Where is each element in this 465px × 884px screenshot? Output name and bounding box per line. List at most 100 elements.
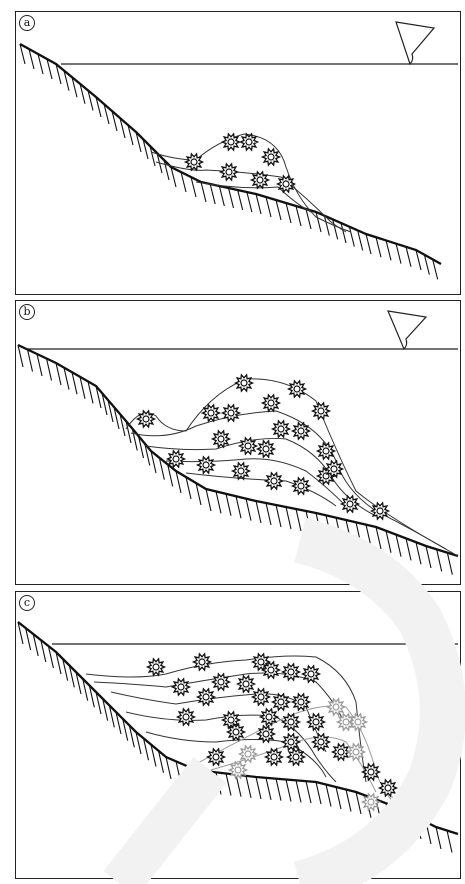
hatch-tick xyxy=(196,770,201,792)
coral-icon xyxy=(178,709,195,725)
coral-icon xyxy=(391,794,408,810)
hatch-tick xyxy=(216,491,221,513)
hatch-tick xyxy=(356,522,361,544)
hatch-tick xyxy=(276,779,281,801)
coral-icon xyxy=(380,780,397,796)
coral-icon xyxy=(313,403,330,419)
diagram-c xyxy=(16,592,462,880)
coral-icon xyxy=(173,679,190,695)
sea-level-marker-icon xyxy=(388,311,426,349)
hatch-tick xyxy=(437,549,442,571)
hatch-tick xyxy=(406,538,411,560)
hatch-tick xyxy=(47,359,52,381)
hatch-tick xyxy=(247,192,252,212)
coral-icon xyxy=(266,473,283,489)
coral-icon xyxy=(313,734,330,750)
coral-icon xyxy=(293,423,310,439)
coral-icon xyxy=(293,694,310,710)
coral-icon xyxy=(208,749,225,765)
hatch-tick xyxy=(316,782,321,804)
coral-icon xyxy=(283,664,300,680)
hatch-tick xyxy=(246,499,251,521)
hatch-tick xyxy=(266,197,271,217)
hatch-tick xyxy=(256,501,261,523)
hatch-tick xyxy=(346,790,351,812)
coral-icon xyxy=(342,496,359,512)
coral-icon xyxy=(278,176,295,192)
hatch-tick xyxy=(447,831,452,853)
hatch-tick xyxy=(176,761,181,783)
coral-icon xyxy=(240,746,257,762)
hatch-tick xyxy=(206,771,211,793)
hatch-tick xyxy=(326,785,331,807)
hatch-tick xyxy=(346,520,351,542)
hatch-tick xyxy=(226,774,231,796)
hatch-tick xyxy=(276,200,281,220)
hatch-tick xyxy=(18,345,23,367)
diagram-b xyxy=(16,301,462,586)
hatch-tick xyxy=(306,781,311,803)
coral-icon xyxy=(283,714,300,730)
hatch-tick xyxy=(246,776,251,798)
hatch-tick xyxy=(186,766,191,788)
hatch-tick xyxy=(356,792,361,814)
hatch-tick xyxy=(216,772,221,794)
coral-icon xyxy=(223,405,240,421)
coral-icon xyxy=(198,457,215,473)
hatch-tick xyxy=(436,827,441,849)
hatch-tick xyxy=(416,542,421,564)
coral-icon xyxy=(148,659,165,675)
hatch-tick xyxy=(386,803,391,825)
substrate-line xyxy=(18,345,458,556)
hatch-tick xyxy=(316,513,321,535)
coral-icon xyxy=(213,674,230,690)
panel-label: c xyxy=(19,595,35,611)
hatch-tick xyxy=(366,525,371,547)
hatch-tick xyxy=(396,535,401,557)
substrate-hatching xyxy=(20,44,438,279)
hatch-tick xyxy=(276,505,281,527)
hatch-tick xyxy=(296,206,301,226)
diagram-a xyxy=(16,12,462,296)
coral-icon xyxy=(194,654,211,670)
hatch-tick xyxy=(296,509,301,531)
substrate-line xyxy=(20,44,441,264)
hatch-tick xyxy=(28,350,33,372)
coral-icon xyxy=(198,689,215,705)
hatch-tick xyxy=(286,507,291,529)
coral-icon xyxy=(328,699,345,715)
hatch-tick xyxy=(326,515,331,537)
hatch-tick xyxy=(256,777,261,799)
hatch-tick xyxy=(238,190,243,210)
hatch-tick xyxy=(296,780,301,802)
hatch-tick xyxy=(206,489,211,511)
hatch-tick xyxy=(406,247,411,267)
hatch-tick xyxy=(201,182,206,202)
hatch-tick xyxy=(366,234,371,254)
hatch-tick xyxy=(266,778,271,800)
coral-icon xyxy=(138,411,155,427)
hatch-tick xyxy=(210,184,215,204)
coral-icon xyxy=(350,714,367,730)
hatch-tick xyxy=(386,240,391,260)
hatch-tick xyxy=(306,511,311,533)
coral-icon xyxy=(258,441,275,457)
coral-icon xyxy=(233,463,250,479)
coral-icon xyxy=(289,381,306,397)
coral-icon xyxy=(263,149,280,165)
hatch-tick xyxy=(376,237,381,257)
panel-b: b xyxy=(15,300,461,585)
coral-icon xyxy=(252,172,269,188)
hatch-tick xyxy=(286,780,291,802)
coral-icon xyxy=(168,451,185,467)
hatch-tick xyxy=(226,494,231,516)
hatch-tick xyxy=(229,188,234,208)
hatch-tick xyxy=(336,787,341,809)
hatch-tick xyxy=(447,553,452,575)
hatch-tick xyxy=(166,757,171,779)
hatch-tick xyxy=(426,546,431,568)
panel-a: a xyxy=(15,11,461,295)
coral-icon xyxy=(263,395,280,411)
reef-mound-outline xyxy=(126,379,458,556)
coral-icon xyxy=(253,689,270,705)
